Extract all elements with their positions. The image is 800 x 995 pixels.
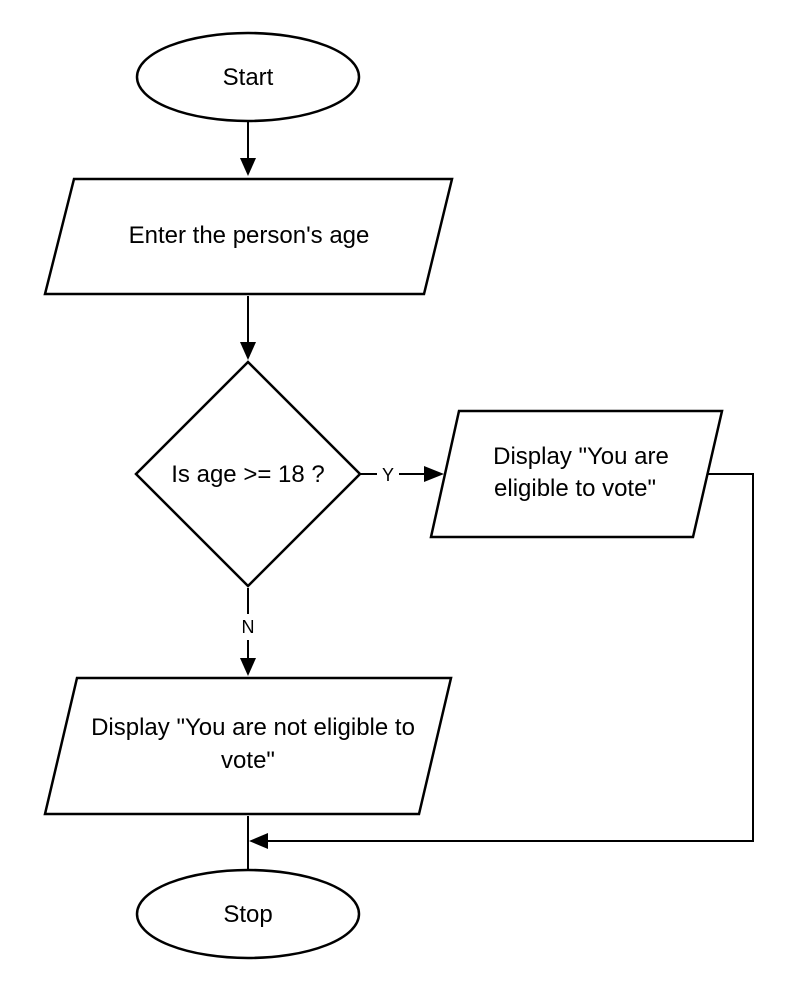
edge-decision-yes: Y <box>360 462 444 486</box>
edge-decision-no: N <box>238 588 260 676</box>
eligible-output-node: Display "You are eligible to vote" <box>429 409 724 539</box>
decision-label: Is age >= 18 ? <box>171 461 324 488</box>
eligible-line-2: eligible to vote" <box>494 475 656 502</box>
edge-eligible-to-stop <box>249 473 754 849</box>
edge-input-to-decision <box>240 296 256 360</box>
decision-node: Is age >= 18 ? <box>134 360 362 588</box>
input-age-node: Enter the person's age <box>43 177 454 296</box>
start-label: Start <box>223 64 274 91</box>
no-label: N <box>242 617 255 637</box>
yes-label: Y <box>382 465 394 485</box>
not-eligible-line-2: vote" <box>221 747 275 774</box>
stop-terminator: Stop <box>135 868 361 960</box>
eligible-line-1: Display "You are <box>493 443 669 470</box>
stop-label: Stop <box>223 901 272 928</box>
edge-start-to-input <box>240 122 256 176</box>
input-age-label: Enter the person's age <box>129 222 370 249</box>
not-eligible-output-node: Display "You are not eligible to vote" <box>43 676 453 816</box>
start-terminator: Start <box>135 31 361 123</box>
not-eligible-line-1: Display "You are not eligible to <box>91 714 415 741</box>
